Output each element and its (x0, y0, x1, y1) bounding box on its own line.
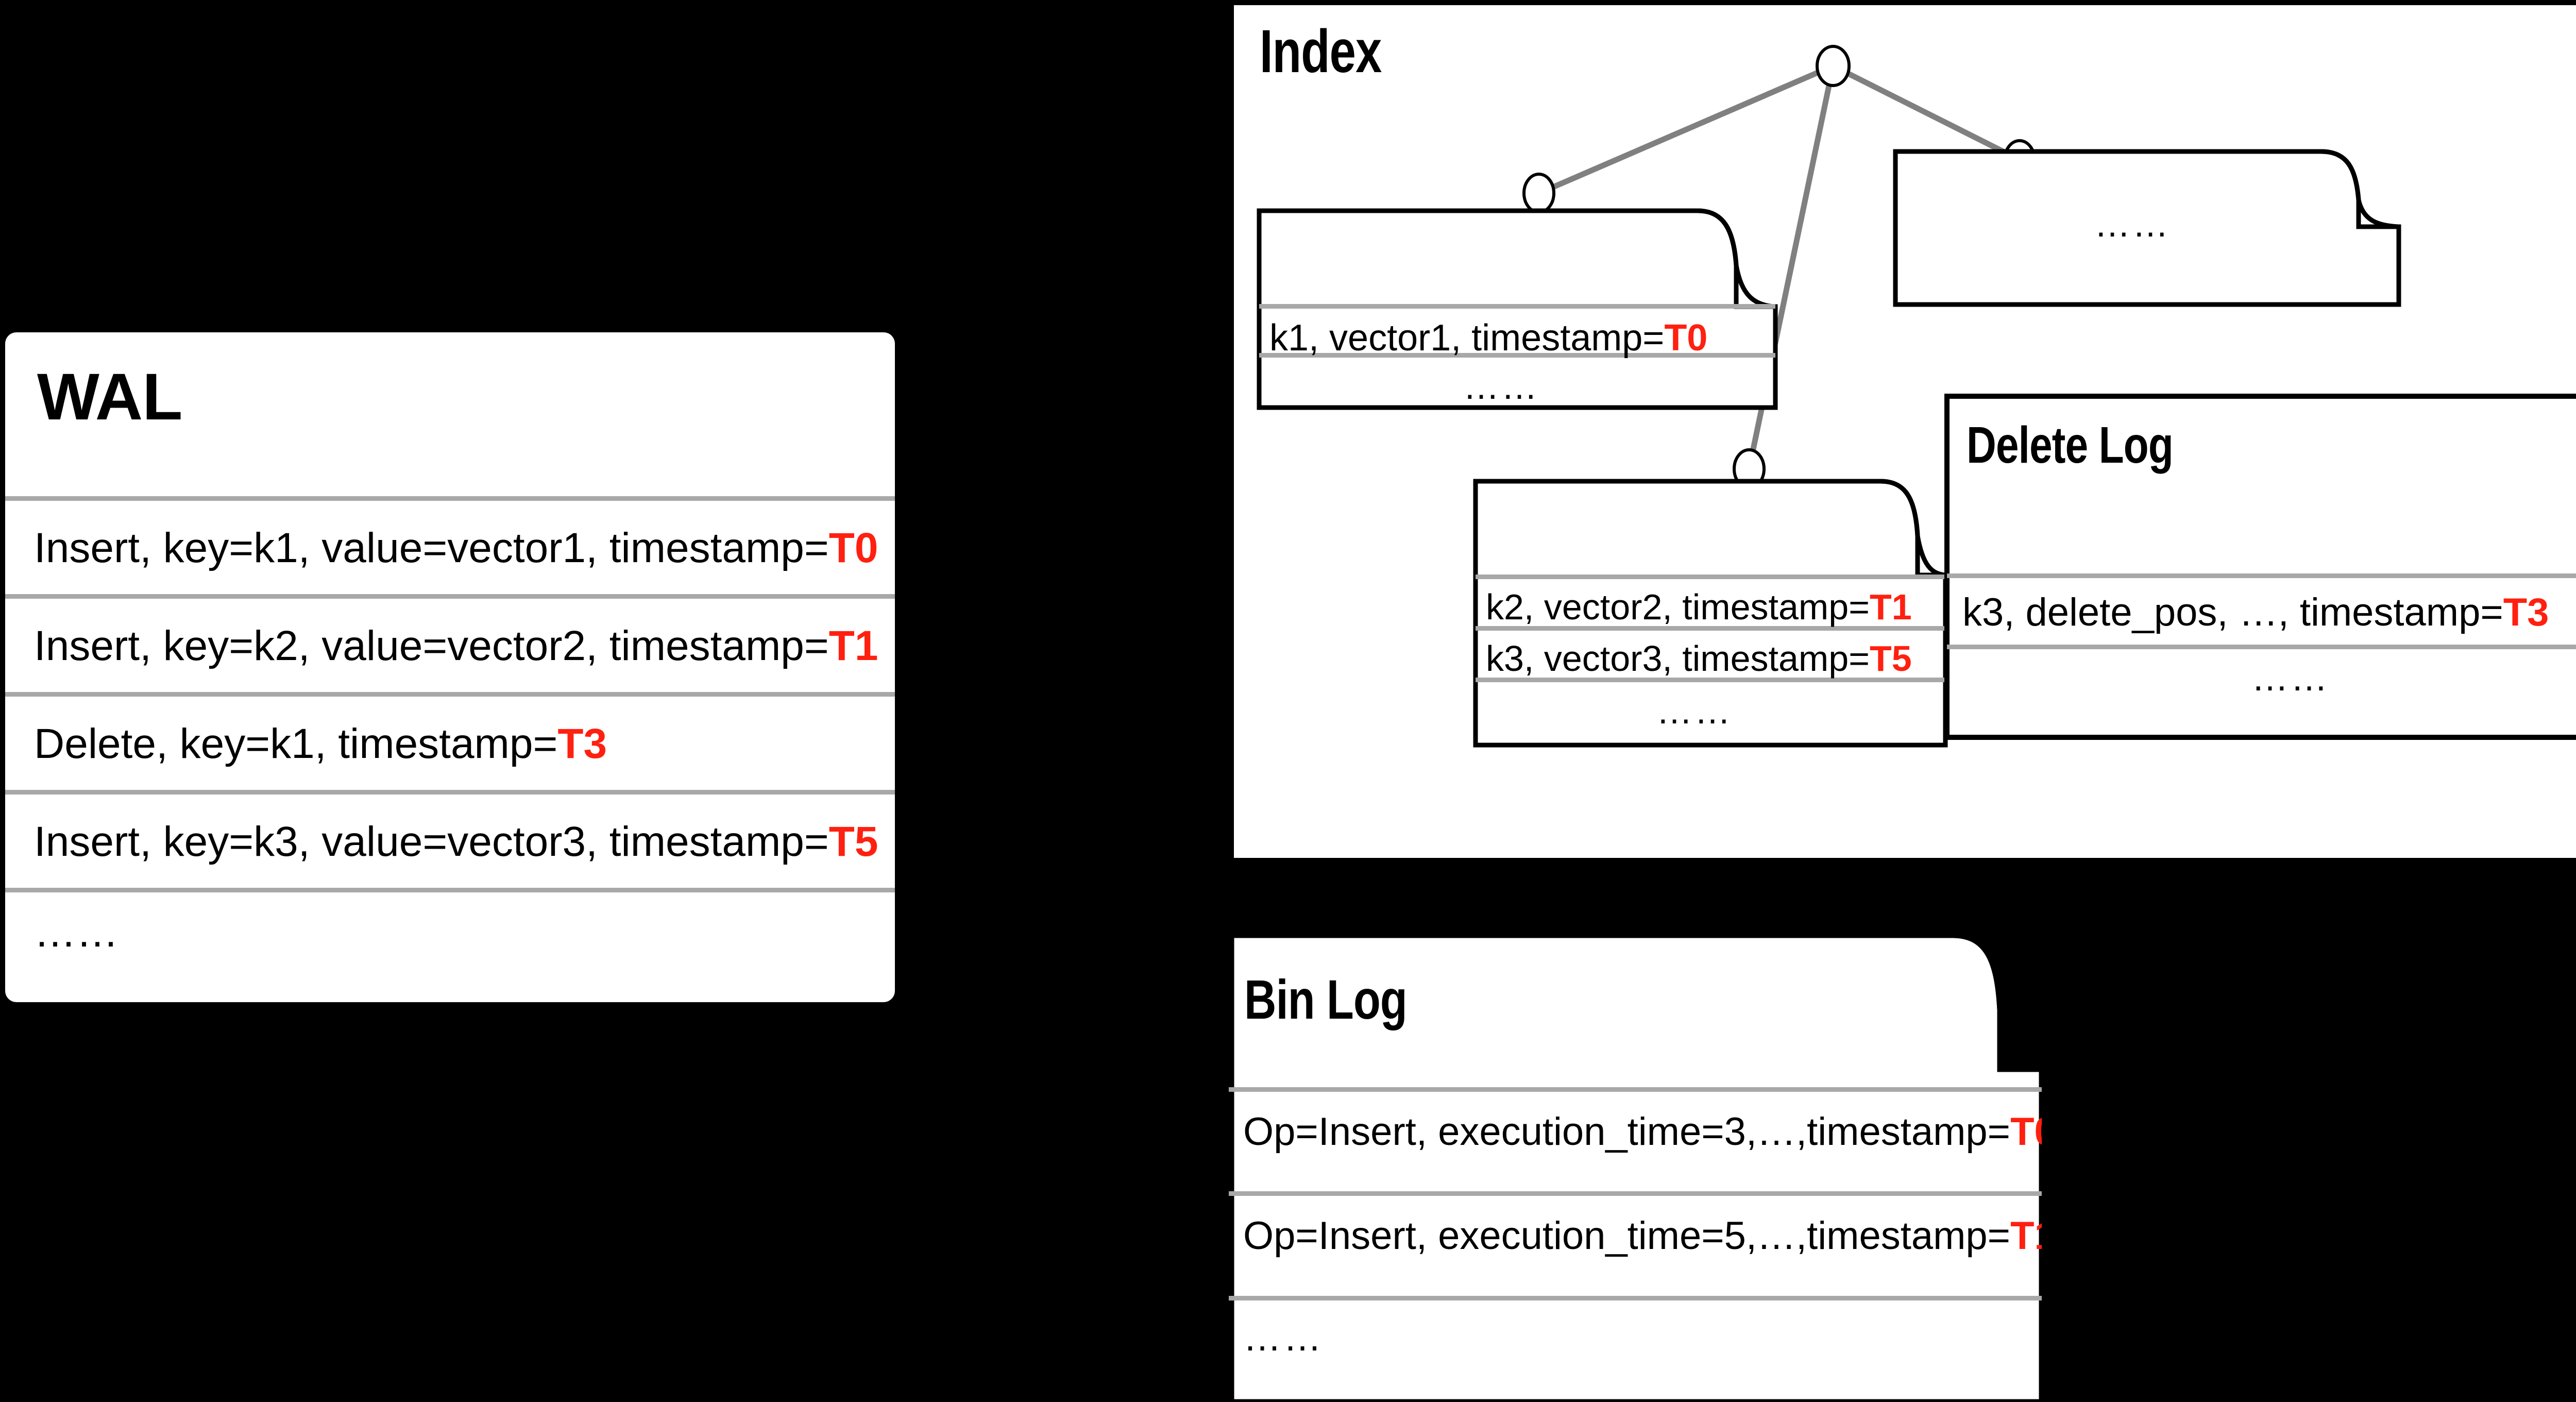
leaf-row-ellipsis: …… (2094, 204, 2171, 244)
wal-divider (5, 790, 895, 795)
index-leaf-right: …… (1893, 149, 2401, 307)
leaf-row: k3, vector3, timestamp=T5 (1486, 638, 1912, 679)
wal-row: Insert, key=k1, value=vector1, timestamp… (34, 524, 878, 572)
leaf-divider (1476, 678, 1945, 682)
leaf-row-ellipsis: …… (1463, 366, 1539, 407)
wal-row-text: …… (34, 909, 118, 956)
leaf-row-timestamp: T0 (1664, 317, 1708, 359)
bin-log-row-text: Op=Insert, execution_time=3,…,timestamp= (1243, 1110, 2011, 1154)
leaf-divider (1259, 353, 1775, 358)
tree-node-left (1522, 173, 1555, 214)
index-leaf-k2k3: k2, vector2, timestamp=T1 k3, vector3, t… (1473, 479, 1948, 748)
leaf-row-text: k1, vector1, timestamp= (1269, 317, 1665, 359)
wal-row-timestamp: T3 (557, 720, 607, 767)
leaf-row-ellipsis: …… (1656, 691, 1733, 731)
delete-log-row-ellipsis: …… (2251, 657, 2330, 699)
delete-log-document: Delete Log k3, delete_pos, …, timestamp=… (1944, 394, 2576, 740)
wal-divider (5, 594, 895, 599)
bin-log-divider (1229, 1087, 2042, 1092)
document-shape (1944, 394, 2576, 740)
wal-divider (5, 888, 895, 892)
leaf-divider (1476, 626, 1945, 631)
bin-log-row: Op=Insert, execution_time=5,…,timestamp=… (1243, 1213, 2042, 1258)
wal-title: WAL (37, 360, 182, 434)
leaf-divider (1476, 575, 1945, 579)
bin-log-panel: Bin Log Op=Insert, execution_time=3,…,ti… (1228, 932, 2223, 1402)
wal-row-text: Insert, key=k1, value=vector1, timestamp… (34, 525, 829, 571)
leaf-row-text: k2, vector2, timestamp= (1486, 587, 1870, 627)
wal-panel: WAL Insert, key=k1, value=vector1, times… (5, 332, 895, 1002)
leaf-row: k1, vector1, timestamp=T0 (1269, 317, 1707, 359)
bin-log-row-timestamp: T0 (2010, 1110, 2042, 1154)
wal-row-text: Delete, key=k1, timestamp= (34, 720, 558, 767)
bin-log-title: Bin Log (1244, 968, 1408, 1031)
wal-row-timestamp: T5 (828, 818, 878, 865)
delete-log-row-text: k3, delete_pos, …, timestamp= (1962, 590, 2503, 634)
bin-log-row-text: Op=Insert, execution_time=5,…,timestamp= (1243, 1214, 2011, 1258)
wal-divider (5, 496, 895, 501)
wal-row-timestamp: T1 (828, 622, 878, 669)
wal-row: Delete, key=k1, timestamp=T3 (34, 720, 607, 768)
tree-node-root (1816, 45, 1851, 87)
leaf-divider (1259, 304, 1775, 309)
delete-log-row-timestamp: T3 (2503, 590, 2549, 634)
delete-log-row: k3, delete_pos, …, timestamp=T3 (1962, 590, 2549, 635)
delete-log-title: Delete Log (1967, 416, 2174, 474)
index-panel: Index k1, vector1, timestamp=T0 …… (1234, 5, 2576, 858)
index-leaf-k1: k1, vector1, timestamp=T0 …… (1257, 208, 1778, 410)
wal-divider (5, 692, 895, 697)
wal-row-ellipsis: …… (34, 908, 118, 957)
leaf-row: k2, vector2, timestamp=T1 (1486, 586, 1912, 628)
tree-edge-root-left (1537, 63, 1835, 196)
wal-row: Insert, key=k2, value=vector2, timestamp… (34, 622, 878, 670)
leaf-row-text: k3, vector3, timestamp= (1486, 638, 1870, 679)
document-shape (1228, 932, 2045, 1402)
delete-log-divider (1947, 645, 2576, 649)
leaf-row-timestamp: T1 (1870, 587, 1912, 627)
index-title: Index (1260, 18, 1382, 86)
bin-log-row-ellipsis: …… (1243, 1316, 1324, 1359)
leaf-row-timestamp: T5 (1870, 638, 1912, 679)
bin-log-divider (1229, 1191, 2042, 1196)
document-shape (1893, 149, 2401, 307)
bin-log-row-timestamp: T1 (2010, 1214, 2042, 1258)
wal-row-text: Insert, key=k3, value=vector3, timestamp… (34, 818, 829, 865)
bin-log-row: Op=Insert, execution_time=3,…,timestamp=… (1243, 1109, 2042, 1154)
bin-log-divider (1229, 1296, 2042, 1300)
wal-row-timestamp: T0 (828, 525, 878, 571)
delete-log-divider (1947, 573, 2576, 578)
wal-row-text: Insert, key=k2, value=vector2, timestamp… (34, 622, 829, 669)
wal-row: Insert, key=k3, value=vector3, timestamp… (34, 818, 878, 866)
tree-edge-root-right (1832, 63, 2021, 162)
